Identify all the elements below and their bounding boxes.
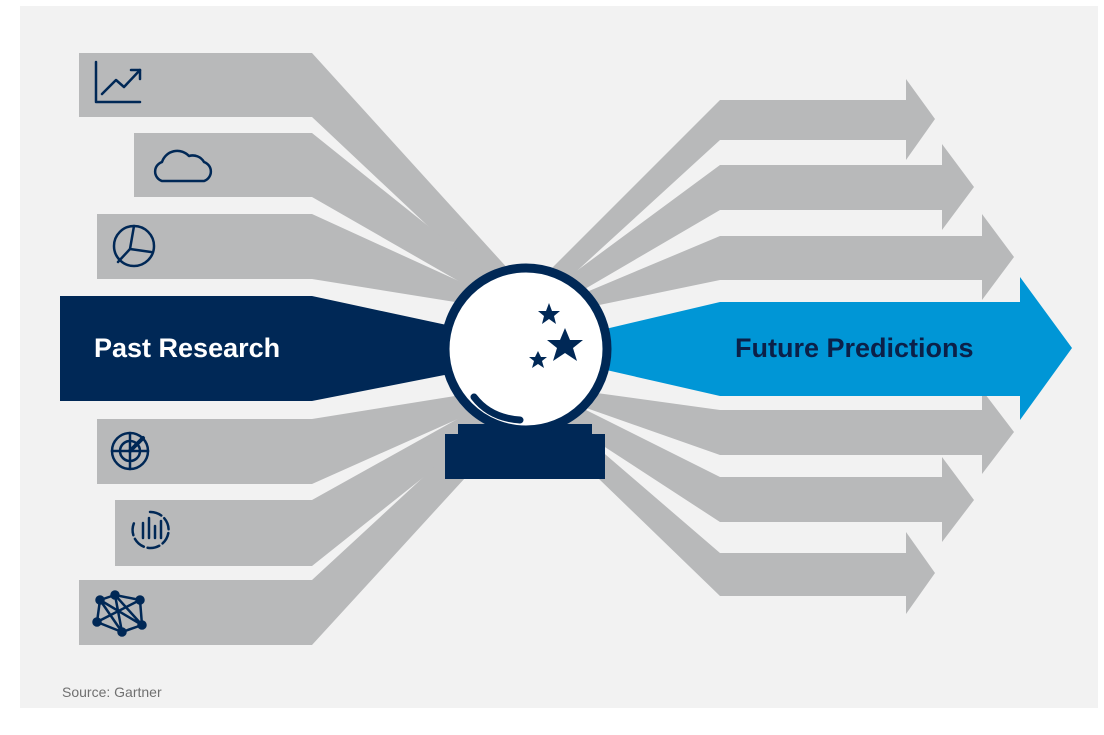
input-bands (79, 53, 520, 645)
source-caption: Source: Gartner (62, 684, 162, 700)
cloud-icon (153, 149, 213, 183)
crystal-ball-icon (440, 263, 612, 479)
input-band-cloud (134, 133, 508, 298)
input-band-line-chart (79, 53, 520, 290)
output-arrow-2 (548, 144, 974, 300)
future-predictions-label: Future Predictions (735, 333, 974, 363)
output-arrow-1 (538, 79, 935, 290)
output-arrow-3 (558, 214, 1014, 310)
output-arrows (538, 79, 1014, 614)
pie-chart-icon (112, 224, 156, 268)
future-predictions-arrow (580, 277, 1072, 420)
output-arrow-4 (558, 390, 1014, 474)
output-arrow-6 (538, 412, 935, 614)
input-band-radar (97, 392, 496, 484)
past-research-label: Past Research (94, 333, 281, 363)
line-chart-icon (94, 60, 142, 104)
past-research-band (60, 296, 470, 401)
output-arrow-5 (548, 400, 974, 542)
input-band-network (79, 410, 520, 645)
input-band-pie-chart (97, 214, 496, 306)
bar-gauge-icon (131, 510, 170, 550)
network-icon (92, 590, 147, 637)
input-band-bar-gauge (115, 402, 508, 566)
radar-icon (110, 431, 150, 471)
